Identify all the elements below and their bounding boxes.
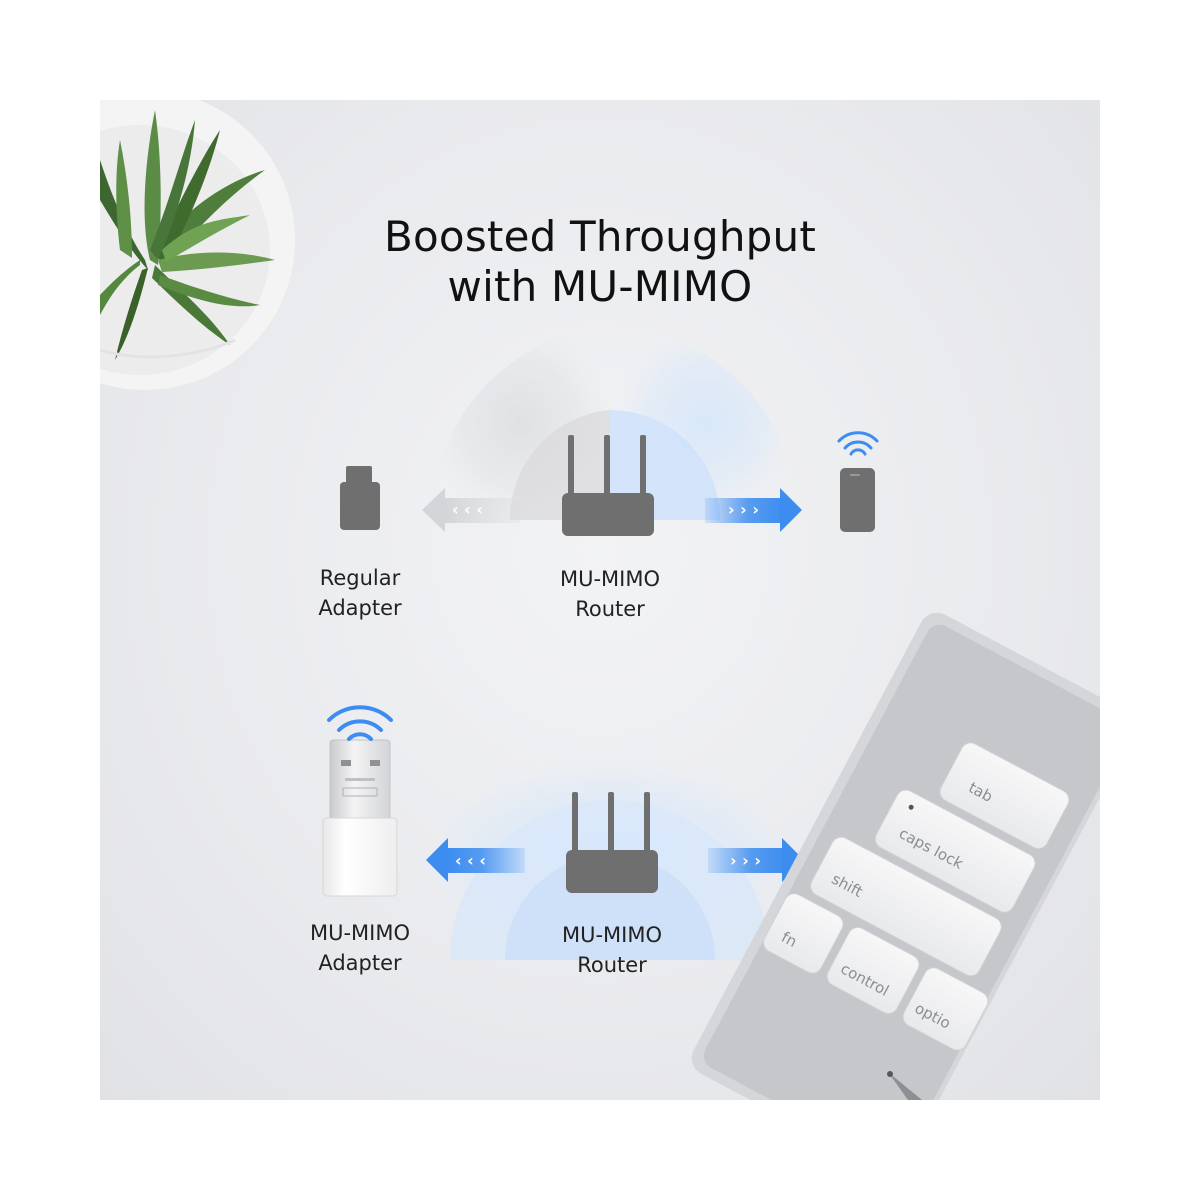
top-router-label: MU-MIMO Router: [530, 564, 690, 624]
illustration-panel: ‹ ‹ ‹ › › ›: [100, 100, 1100, 1100]
label-line: MU-MIMO: [309, 921, 411, 945]
key-fn: fn: [763, 893, 844, 974]
pen-decoration: [887, 1071, 922, 1100]
regular-adapter-icon: [340, 466, 380, 530]
title-line-1: Boosted Throughput: [384, 212, 816, 261]
top-scenario-graphics: ‹ ‹ ‹ › › ›: [340, 325, 879, 536]
svg-text:‹ ‹ ‹: ‹ ‹ ‹: [455, 851, 486, 870]
key-caps-lock: caps lock: [874, 789, 1036, 913]
key-control: control: [826, 926, 920, 1015]
svg-text:› › ›: › › ›: [730, 851, 761, 870]
wifi-icon: [837, 431, 879, 456]
label-line: Router: [575, 597, 645, 621]
plant-decoration: [100, 100, 295, 390]
wifi-icon: [327, 705, 393, 741]
mu-mimo-adapter-label: MU-MIMO Adapter: [280, 918, 440, 978]
key-tab: tab: [939, 742, 1070, 850]
blue-arrow-right: › › ›: [708, 838, 804, 882]
grey-arrow-left: ‹ ‹ ‹: [422, 488, 520, 532]
bottom-router-label: MU-MIMO Router: [532, 920, 692, 980]
mu-mimo-adapter-icon: [322, 739, 398, 897]
label-line: Adapter: [318, 596, 402, 620]
regular-adapter-label: Regular Adapter: [280, 563, 440, 623]
key-shift: shift: [810, 836, 1002, 977]
keyboard-decoration: tab caps lock shift fn control optio: [691, 612, 1100, 1100]
label-line: Adapter: [318, 951, 402, 975]
page-title: Boosted Throughput with MU-MIMO: [100, 212, 1100, 312]
blue-arrow-right: › › ›: [705, 488, 802, 532]
title-line-2: with MU-MIMO: [447, 262, 753, 311]
label-line: MU-MIMO: [561, 923, 663, 947]
svg-text:› › ›: › › ›: [728, 500, 759, 519]
label-line: Router: [577, 953, 647, 977]
key-option: optio: [902, 967, 989, 1051]
blue-arrow-left: ‹ ‹ ‹: [426, 838, 525, 882]
label-line: MU-MIMO: [559, 567, 661, 591]
scene-graphics: ‹ ‹ ‹ › › ›: [100, 100, 1100, 1100]
phone-icon: [840, 468, 875, 532]
router-icon: [566, 792, 658, 893]
svg-text:‹ ‹ ‹: ‹ ‹ ‹: [452, 500, 483, 519]
label-line: Regular: [319, 566, 401, 590]
router-icon: [562, 435, 654, 536]
